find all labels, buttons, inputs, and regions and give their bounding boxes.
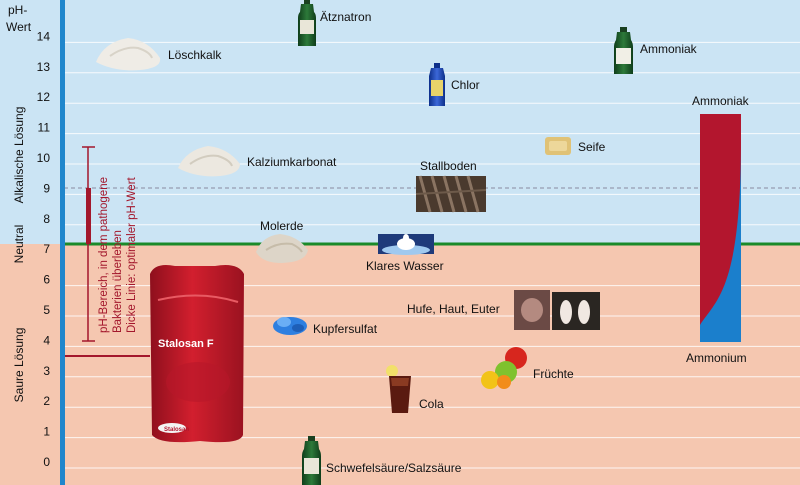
tick-label-13: 13	[37, 60, 51, 74]
ammoniak-bottle-icon	[614, 27, 633, 74]
stallboden-photo	[415, 175, 487, 213]
label-stallboden: Stallboden	[420, 159, 477, 173]
label-schwefelsaeure: Schwefelsäure/Salzsäure	[326, 461, 462, 475]
ammoniak-ammonium-gauge	[700, 114, 741, 342]
tick-label-0: 0	[43, 455, 50, 469]
tick-label-3: 3	[43, 364, 50, 378]
label-hufe: Hufe, Haut, Euter	[407, 302, 500, 316]
tick-label-7: 7	[43, 242, 50, 256]
tick-label-14: 14	[37, 29, 51, 43]
loeschkalk-powder-icon	[96, 38, 161, 71]
label-chlor: Chlor	[451, 78, 480, 92]
label-cola: Cola	[419, 397, 444, 411]
kalziumkarbonat-powder-icon	[178, 146, 240, 177]
zone-label-acid: Saure Lösung	[12, 328, 26, 403]
tick-label-12: 12	[37, 90, 51, 104]
tick-label-9: 9	[43, 181, 50, 195]
klares-wasser-splash-icon	[378, 234, 434, 255]
label-seife: Seife	[578, 140, 606, 154]
stalosan-bag-image	[150, 265, 244, 443]
tick-label-11: 11	[38, 121, 51, 135]
tick-label-8: 8	[43, 212, 50, 226]
fruechte-fruit-icon	[481, 347, 527, 389]
tick-label-4: 4	[43, 333, 50, 347]
alkaline-zone-background	[0, 0, 800, 244]
zone-label-alkaline: Alkalische Lösung	[12, 107, 26, 204]
hufe-haut-euter-photos	[514, 290, 600, 330]
label-kupfersulfat: Kupfersulfat	[313, 322, 378, 336]
tick-label-6: 6	[43, 273, 50, 287]
label-ammoniak-substance: Ammoniak	[640, 42, 698, 56]
axis-title-line1: pH-	[8, 3, 27, 17]
bracket-note-line3: Dicke Linie: optimaler pH-Wert	[126, 176, 138, 333]
seife-soap-icon	[545, 137, 571, 155]
stalosan-bag-name: Stalosan F	[158, 338, 214, 350]
schwefelsaeure-bottle-icon	[302, 436, 321, 485]
bracket-note-line2: Bakterien überleben	[112, 230, 124, 333]
stalosan-bag-brand: Stalosan	[164, 427, 189, 433]
cola-glass-icon	[386, 365, 411, 413]
label-molerde: Molerde	[260, 219, 304, 233]
gauge-bottom-label: Ammonium	[686, 351, 747, 365]
label-kalziumkarbonat: Kalziumkarbonat	[247, 155, 337, 169]
tick-label-2: 2	[43, 394, 50, 408]
bracket-note-line1: pH-Bereich, in dem pathogene	[98, 177, 110, 333]
acid-zone-background	[0, 244, 800, 485]
molerde-powder-icon	[256, 234, 308, 263]
label-aetznatron: Ätznatron	[320, 10, 371, 24]
tick-label-5: 5	[43, 303, 50, 317]
axis-title-line2: Wert	[6, 20, 32, 34]
ph-axis	[60, 0, 65, 485]
zone-label-neutral: Neutral	[12, 225, 26, 264]
chlor-bottle-icon	[429, 63, 445, 106]
pathogen-range-bracket	[82, 146, 95, 342]
gauge-top-label: Ammoniak	[692, 94, 750, 108]
tick-label-1: 1	[43, 425, 50, 439]
tick-label-10: 10	[37, 151, 51, 165]
label-fruechte: Früchte	[533, 367, 574, 381]
aetznatron-bottle-icon	[298, 0, 316, 46]
gauge-ammonium-fill	[700, 140, 741, 342]
label-loeschkalk: Löschkalk	[168, 48, 222, 62]
label-klares-wasser: Klares Wasser	[366, 259, 444, 273]
kupfersulfat-crystal-icon	[273, 317, 307, 335]
